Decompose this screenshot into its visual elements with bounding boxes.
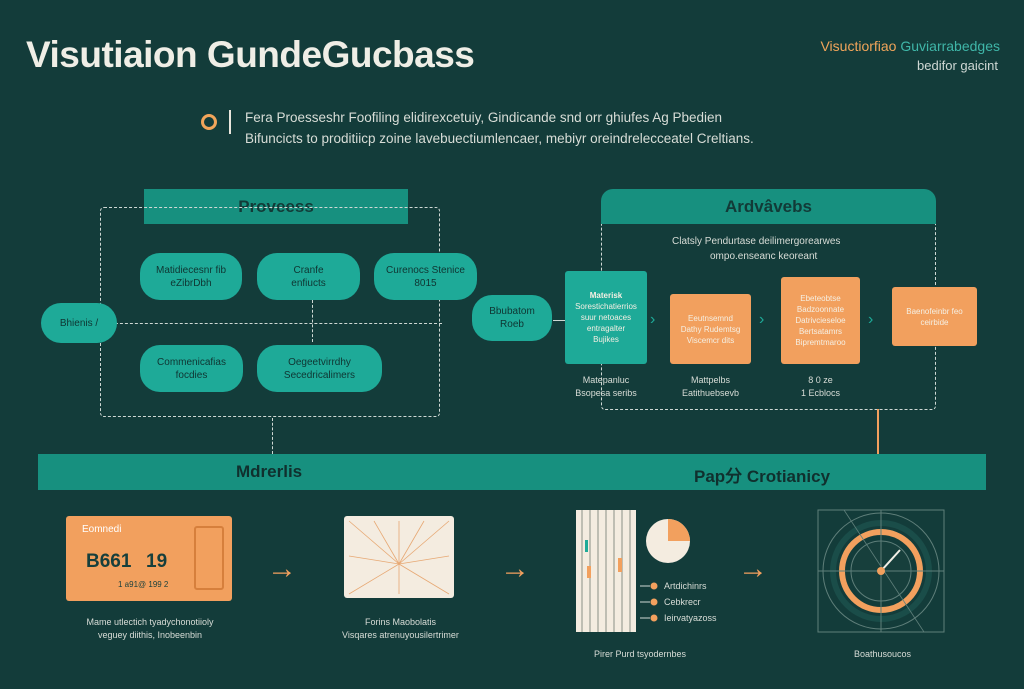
panel-2-caption-1: Forins Maobolatis [364, 617, 437, 627]
chevron-right-icon: › [868, 311, 874, 328]
pill-3-line-1: Curenocs Stenice [386, 264, 465, 276]
pill-5-line-1: Oegeetvirrdhy [288, 356, 351, 368]
card-3-caption-1: 8 0 ze [808, 375, 833, 385]
legend-item-3: Ieirvatyazoss [664, 613, 717, 623]
card-3-line-3: Datrivcieseloe [795, 316, 846, 325]
pill-5-line-2: Secedricalimers [283, 369, 356, 381]
card-1-line-3: suur netoaces [580, 313, 632, 322]
process-pill-3[interactable]: Curenocs Stenice 8015 [374, 253, 477, 300]
arrow-right-icon: → [738, 552, 768, 585]
header-subtagline: bedifor gaicint [917, 58, 998, 73]
ardv-card-3[interactable]: Ebeteobtse Badzoonnate Datrivcieseloe Be… [781, 277, 860, 364]
bridge-pill-line-2: Roeb [500, 319, 524, 330]
card-3-caption: 8 0 ze 1 Ecblocs [781, 374, 860, 400]
arrow-right-icon: → [267, 552, 297, 585]
intro-line-1: Fera Proesseshr Foofiling elidirexcetuiy… [245, 110, 723, 125]
card-2-caption: Mattpelbs Eatithuebsevb [670, 374, 751, 400]
card-label: Eomnedi [82, 524, 122, 535]
pill-3-line-2: 8015 [414, 277, 437, 289]
divider [229, 110, 231, 134]
process-link [312, 300, 313, 342]
ardv-card-1[interactable]: Materisk Sorestichatierrios suur netoace… [565, 271, 647, 364]
process-axis [90, 323, 442, 324]
card-2-line-2: Dathy Rudemtsg [680, 324, 741, 334]
card-3-line-1: Ebeteobtse [800, 294, 841, 303]
sunburst-icon [348, 520, 450, 595]
legend-markers [640, 582, 658, 622]
card-1-line-1: Materisk [589, 291, 623, 300]
section-right-label: Pap分 Crotianicy [694, 467, 831, 486]
page-title: Visutiaion GundeGucbass [26, 34, 475, 75]
card-3-line-4: Bertsatamrs [798, 327, 843, 336]
side-pill-label: Bhienis / [59, 317, 99, 329]
card-1-caption-2: Bsopesa seribs [575, 388, 637, 398]
card-3-caption-2: 1 Ecblocs [800, 388, 841, 398]
arrow-right-icon: → [500, 552, 530, 585]
bullet-circle-icon [201, 114, 217, 130]
intro-text: Fera Proesseshr Foofiling elidirexcetuiy… [245, 107, 805, 149]
card-2-caption-1: Mattpelbs [690, 375, 731, 385]
panel-3-caption: Pirer Purd tsyodernbes [593, 649, 687, 659]
card-number-2: 19 [146, 551, 168, 572]
process-pill-2[interactable]: Cranfe enfiucts [257, 253, 360, 300]
card-number: B661 [86, 551, 132, 572]
header-tagline: Visuctiorfiao Guviarrabedges [820, 38, 1000, 54]
card-3-line-5: Bipremtmaroo [795, 338, 846, 347]
card-2-caption-2: Eatithuebsevb [681, 388, 740, 398]
process-pill-4[interactable]: Commenicafias focdies [140, 345, 243, 392]
card-chip-icon [194, 526, 224, 590]
card-1-caption-1: Matepanluc [582, 375, 630, 385]
radar-panel [817, 509, 945, 633]
panel-4-caption: Boathusoucos [853, 649, 912, 659]
pill-4-line-1: Commenicafias [157, 356, 226, 368]
ardvavebs-subtitle-1: Clatsly Pendurtase deilimergorearwes [672, 236, 841, 247]
card-illustration: Eomnedi B661 19 1 a91@ 199 2 [66, 516, 232, 601]
chevron-right-icon: › [759, 311, 765, 328]
chevron-right-icon: › [650, 311, 656, 328]
panel-1-caption-1: Mame utlectich tyadychonotiioly [86, 617, 214, 627]
card-3-line-2: Badzoonnate [796, 305, 845, 314]
card-1-line-2: Sorestichatierrios [575, 302, 637, 311]
card-code: 1 a91@ 199 2 [118, 580, 169, 589]
card-4-line-1: Baenofeinbr feo [906, 306, 963, 316]
pie-icon [646, 519, 690, 563]
tagline-part-a: Visuctiorfiao [820, 38, 897, 54]
ardv-card-4[interactable]: Baenofeinbr feo ceirbide [892, 287, 977, 346]
striped-panel [576, 510, 636, 632]
panel-2-caption-2: Visqares atrenuyousilertrimer [342, 630, 459, 640]
ardv-card-2[interactable]: Eeutnsemnd Dathy Rudemtsg Viscemcr dits [670, 294, 751, 364]
ardvavebs-subtitle-2: ompo.enseanc keoreant [710, 251, 818, 262]
card-1-line-5: Bujikes [593, 335, 619, 344]
card-4-line-2: ceirbide [920, 317, 949, 327]
connector-down-left [272, 418, 273, 454]
process-pill-5[interactable]: Oegeetvirrdhy Secedricalimers [257, 345, 382, 392]
connector-down-right [877, 409, 879, 454]
card-1-caption: Matepanluc Bsopesa seribs [565, 374, 647, 400]
legend-item-2: Cebkrecr [664, 597, 701, 607]
pill-2-line-2: enfiucts [291, 277, 326, 289]
section-left-label: Mdrerlis [236, 462, 303, 481]
section-bar: Mdrerlis Pap分 Crotianicy [38, 454, 986, 490]
process-pill-1[interactable]: Matidiecesnr fib eZibrDbh [140, 253, 242, 300]
ardvavebs-band: Ardvâvebs [601, 189, 936, 224]
panel-1-caption: Mame utlectich tyadychonotiioly veguey d… [55, 616, 245, 642]
process-band: Proveess [144, 189, 408, 224]
sunburst-panel [344, 516, 454, 598]
bridge-pill[interactable]: Bbubatom Roeb [472, 295, 552, 341]
card-1-line-4: entragalter [586, 324, 626, 333]
connector [553, 320, 573, 321]
tagline-part-b: Guviarrabedges [900, 38, 1000, 54]
legend-item-1: Artdichinrs [664, 581, 707, 591]
pill-1-line-2: eZibrDbh [170, 277, 212, 289]
card-2-line-3: Viscemcr dits [686, 335, 735, 345]
panel-2-caption: Forins Maobolatis Visqares atrenuyousile… [318, 616, 483, 642]
panel-1-caption-2: veguey diithis, Inobeenbin [97, 630, 203, 640]
intro-line-2: Bifuncicts to proditiicp zoine lavebuect… [245, 131, 754, 146]
pill-1-line-1: Matidiecesnr fib [155, 264, 227, 276]
bridge-pill-line-1: Bbubatom [489, 306, 535, 317]
pill-2-line-1: Cranfe [293, 264, 324, 276]
process-side-pill[interactable]: Bhienis / [41, 303, 117, 343]
card-2-line-1: Eeutnsemnd [688, 313, 733, 323]
pill-4-line-2: focdies [175, 369, 208, 381]
